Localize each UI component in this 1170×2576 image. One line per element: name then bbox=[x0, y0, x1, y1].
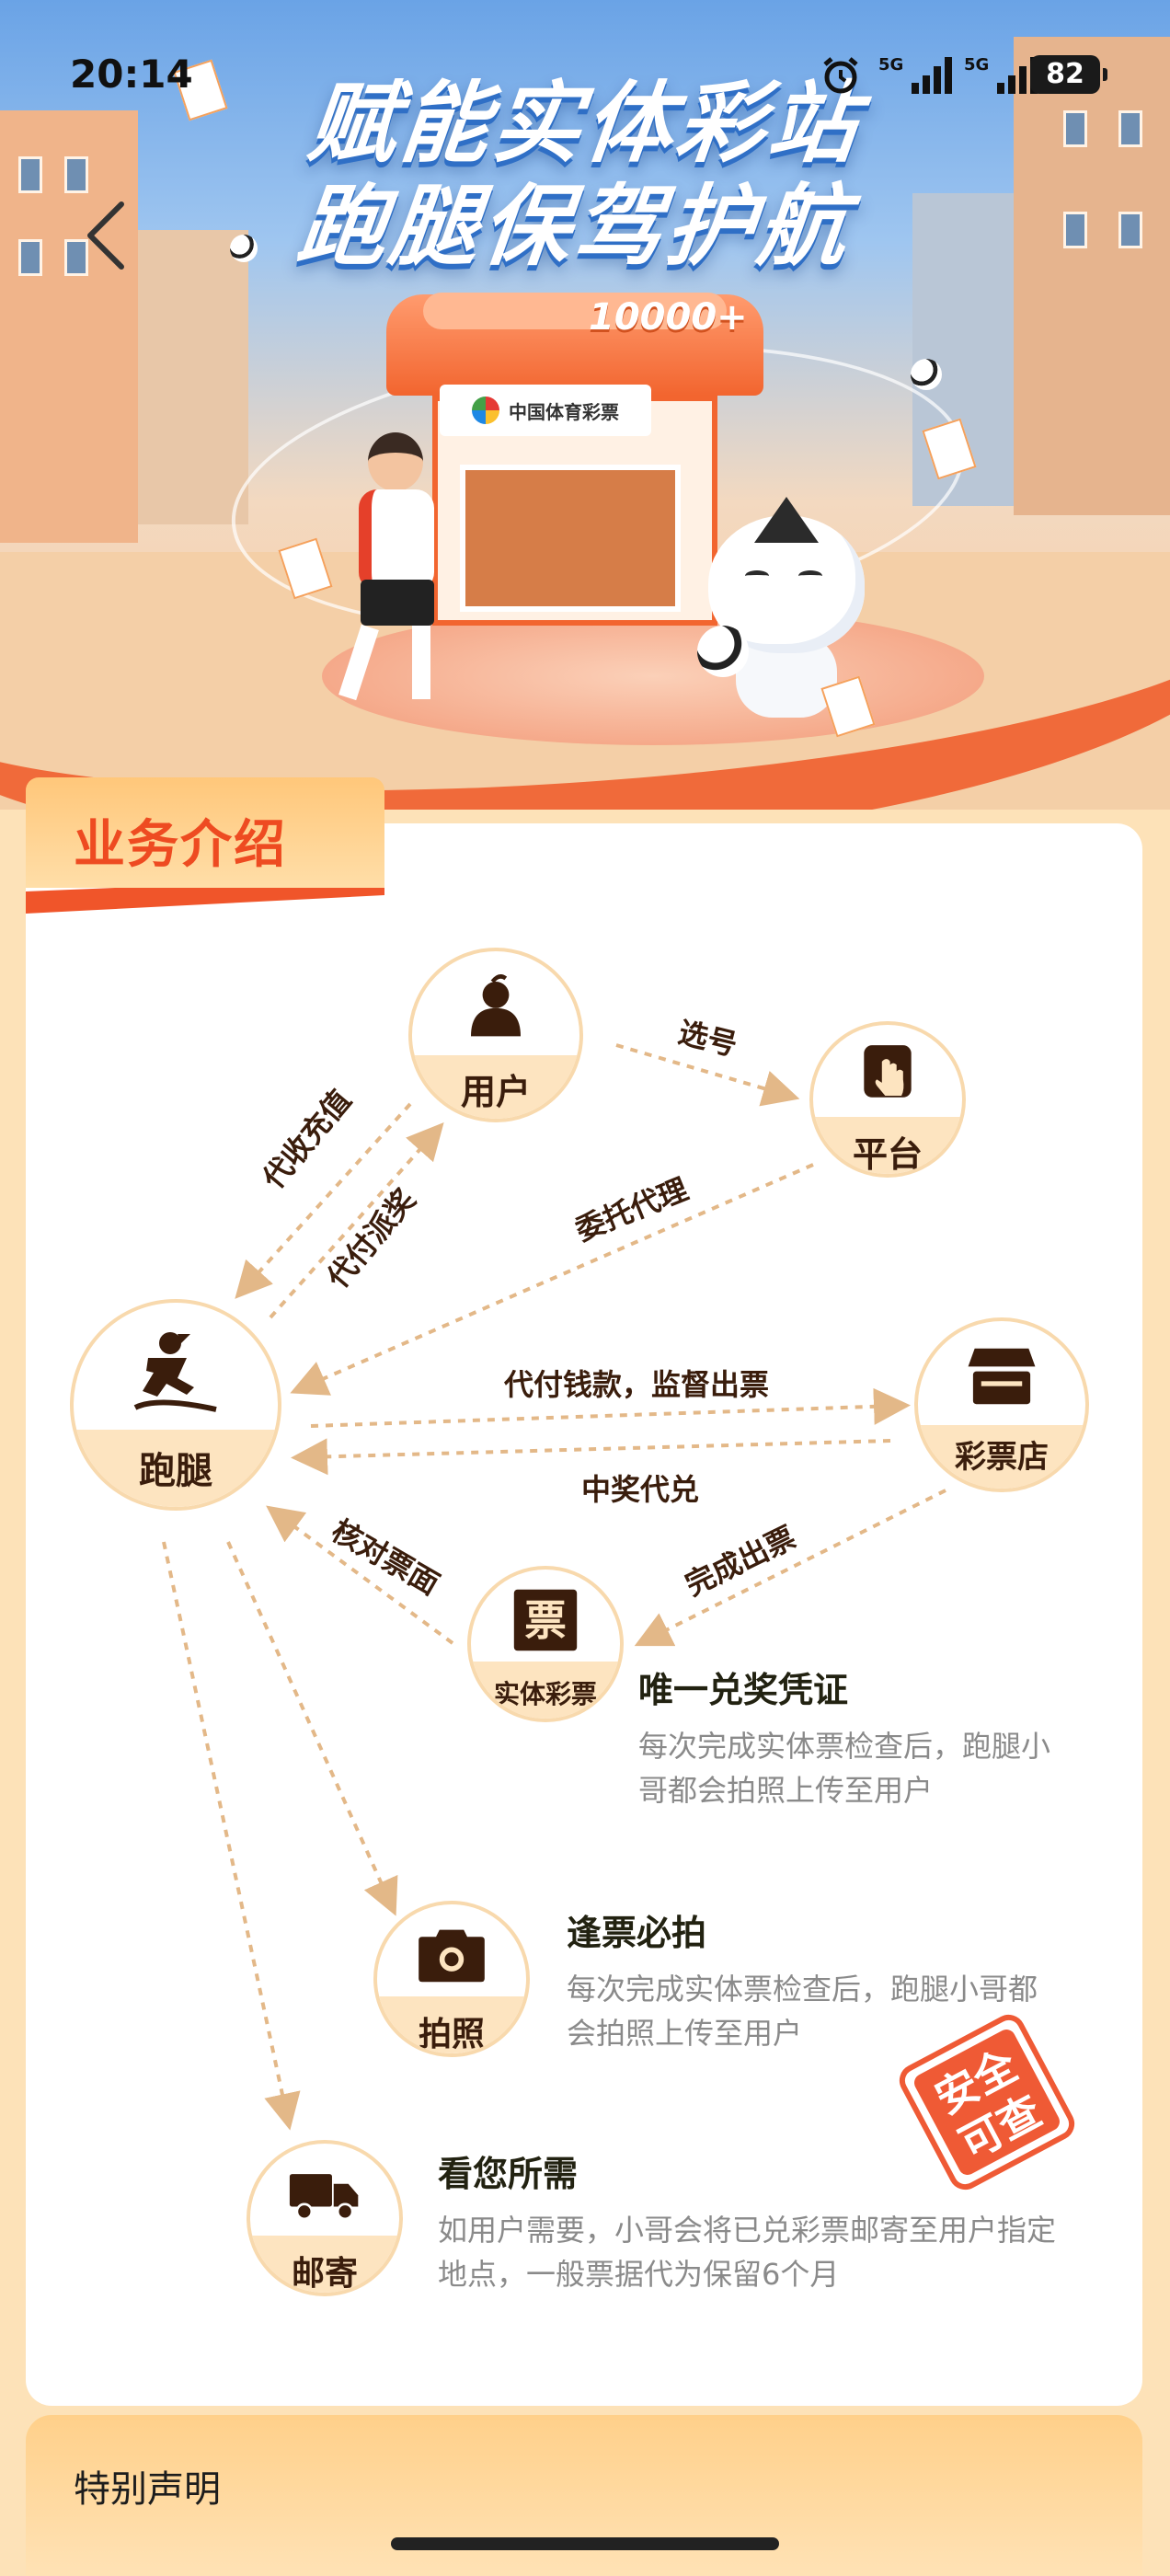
user-icon bbox=[471, 974, 521, 1037]
building-left-2 bbox=[138, 230, 248, 524]
special-notice-title: 特别声明 bbox=[74, 2468, 221, 2511]
node-runner-label: 跑腿 bbox=[139, 1450, 212, 1492]
count-badge: 10000+ bbox=[589, 296, 748, 339]
photo-description: 每次完成实体票检查后，跑腿小哥都会拍照上传至用户 bbox=[567, 1972, 1038, 2051]
boy-figure-shorts bbox=[361, 580, 434, 626]
window-decor bbox=[1118, 110, 1142, 147]
node-mail: 邮寄 bbox=[247, 2140, 403, 2296]
edge-label-pay-supervise: 代付钱款，监督出票 bbox=[504, 1367, 770, 1402]
node-user-band bbox=[412, 1054, 579, 1119]
lottery-store-sign: 中国体育彩票 bbox=[440, 385, 651, 436]
window-decor bbox=[18, 239, 42, 276]
node-platform-band bbox=[813, 1117, 962, 1174]
proof-description: 每次完成实体票检查后，跑腿小哥都会拍照上传至用户 bbox=[638, 1729, 1051, 1808]
home-indicator[interactable] bbox=[391, 2537, 779, 2550]
camera-icon bbox=[419, 1929, 485, 1983]
node-shop-band bbox=[918, 1424, 1085, 1489]
mail-description: 如用户需要，小哥会将已兑彩票邮寄至用户指定地点，一般票据代为保留6个月 bbox=[438, 2213, 1057, 2292]
runner-icon bbox=[133, 1332, 217, 1412]
hero-banner: 中国体育彩票 10000+ 赋能实体彩站 跑腿保驾护航 bbox=[0, 0, 1170, 810]
window-decor bbox=[64, 239, 88, 276]
node-runner: 跑腿 bbox=[70, 1299, 281, 1511]
node-mail-label: 邮寄 bbox=[291, 2255, 358, 2293]
boy-figure-leg bbox=[412, 626, 430, 699]
node-shop-label: 彩票店 bbox=[955, 1439, 1049, 1476]
soccer-ball-icon bbox=[911, 359, 942, 390]
node-photo-label: 拍照 bbox=[418, 2016, 485, 2053]
node-ticket-band bbox=[471, 1662, 620, 1719]
store-icon bbox=[968, 1348, 1036, 1405]
battery-indicator: 82 bbox=[1030, 55, 1107, 94]
window-decor bbox=[1063, 110, 1087, 147]
kiosk-top bbox=[423, 293, 727, 329]
tap-hand-icon bbox=[864, 1045, 912, 1098]
status-time: 20:14 bbox=[70, 52, 193, 97]
mascot-eye bbox=[745, 570, 769, 581]
mascot-eye bbox=[798, 570, 822, 581]
store-sign-text: 中国体育彩票 bbox=[509, 400, 619, 423]
node-ticket-label: 实体彩票 bbox=[493, 1679, 597, 1709]
node-mail-band bbox=[250, 2236, 399, 2293]
window-decor bbox=[18, 156, 42, 193]
node-ticket: 票 实体彩票 bbox=[467, 1566, 624, 1722]
boy-figure-head bbox=[368, 432, 423, 491]
network-label: 5G bbox=[878, 55, 903, 75]
window-decor bbox=[1063, 212, 1087, 248]
node-photo-band bbox=[377, 1996, 526, 2053]
back-chevron-icon[interactable] bbox=[79, 199, 134, 272]
section-title: 业务介绍 bbox=[74, 815, 287, 875]
window-decor bbox=[64, 156, 88, 193]
lottery-logo-icon bbox=[472, 397, 499, 424]
node-shop: 彩票店 bbox=[914, 1317, 1089, 1492]
node-user: 用户 bbox=[408, 948, 583, 1122]
node-runner-band bbox=[74, 1429, 278, 1507]
ticket-icon: 票 bbox=[513, 1589, 578, 1651]
boy-figure-body bbox=[359, 489, 434, 591]
ticket-glyph: 票 bbox=[524, 1596, 567, 1645]
soccer-ball-icon bbox=[697, 626, 749, 677]
special-notice-card[interactable]: 特别声明 bbox=[26, 2415, 1142, 2576]
hero-title-line2: 跑腿保驾护航 bbox=[292, 175, 855, 278]
soccer-ball-icon bbox=[230, 235, 258, 262]
truck-icon bbox=[289, 2174, 359, 2221]
status-bar: 20:14 5G 5G 82 bbox=[0, 48, 1170, 103]
node-photo: 拍照 bbox=[373, 1901, 530, 2057]
node-platform-label: 平台 bbox=[852, 1134, 923, 1175]
kiosk-window bbox=[460, 465, 681, 612]
edge-label-prize-redeem: 中奖代兑 bbox=[581, 1472, 700, 1507]
signal-icon: 5G bbox=[878, 55, 952, 94]
window-decor bbox=[1118, 212, 1142, 248]
section-ribbon: 业务介绍 bbox=[26, 777, 384, 915]
node-user-label: 用户 bbox=[460, 1072, 531, 1112]
building-right bbox=[1014, 37, 1170, 515]
ribbon-face bbox=[26, 777, 384, 888]
alarm-icon bbox=[823, 57, 858, 94]
proof-title: 唯一兑奖凭证 bbox=[638, 1670, 849, 1710]
network-label: 5G bbox=[964, 55, 989, 75]
node-platform: 平台 bbox=[809, 1021, 966, 1178]
mail-title: 看您所需 bbox=[438, 2154, 579, 2194]
photo-title: 逢票必拍 bbox=[567, 1913, 707, 1953]
